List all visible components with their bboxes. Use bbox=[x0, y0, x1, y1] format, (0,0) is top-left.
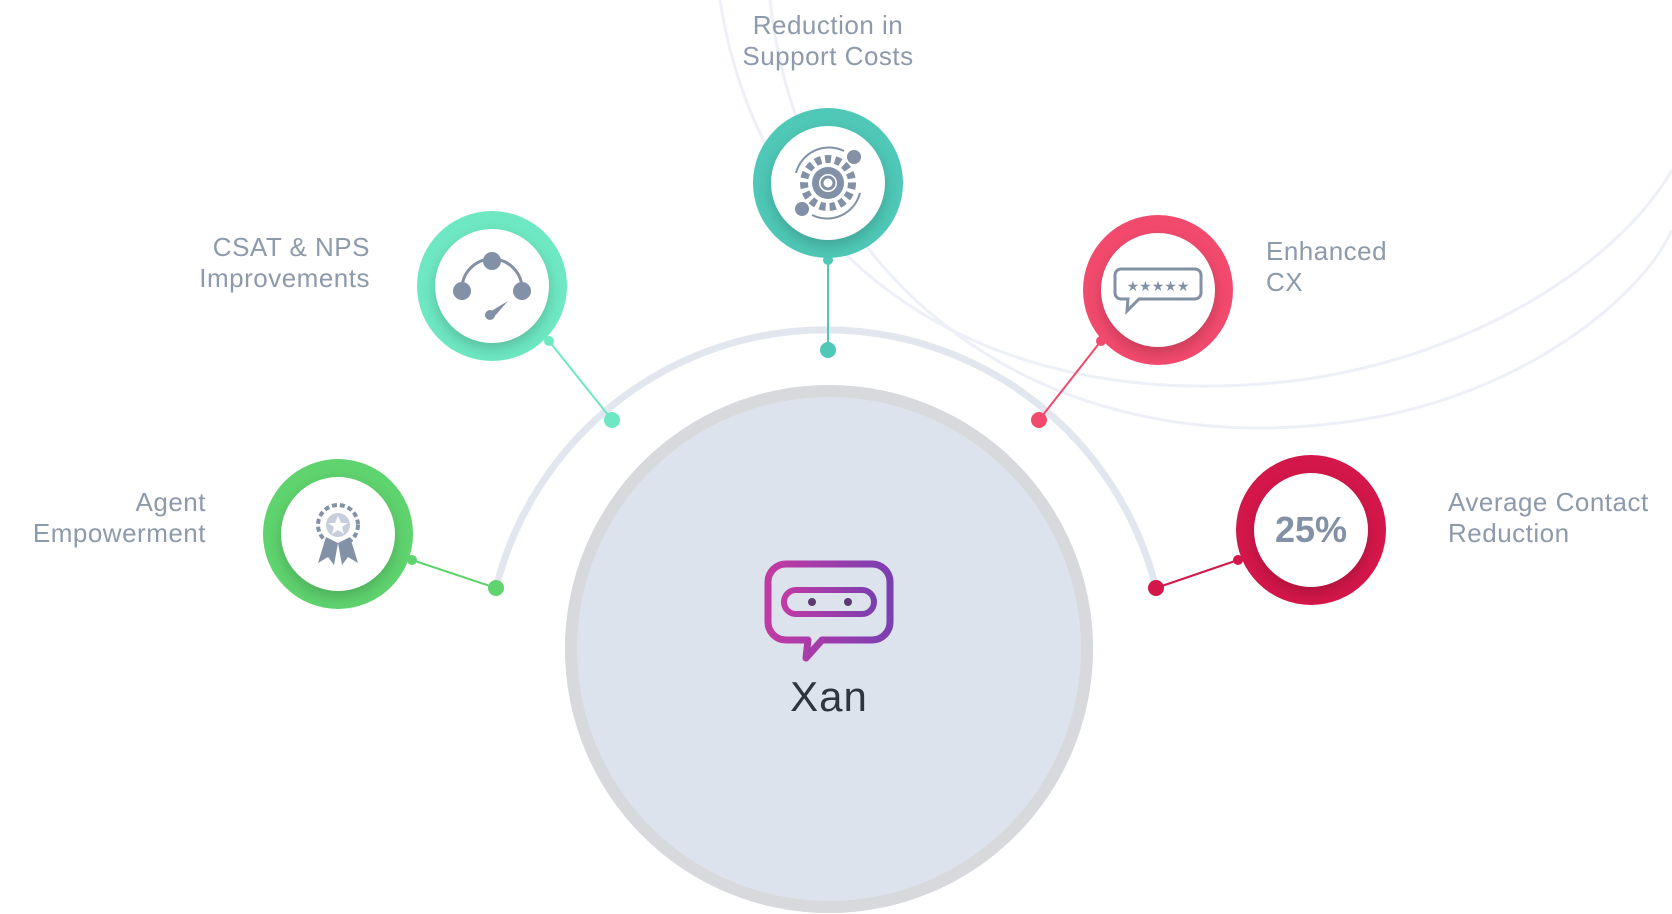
label-enhanced-cx: Enhanced CX bbox=[1266, 236, 1388, 297]
dot-cx bbox=[1031, 412, 1047, 428]
label-contact-reduction: Average Contact Reduction bbox=[1448, 487, 1649, 548]
label-support-costs: Reduction in Support Costs bbox=[742, 10, 914, 71]
xan-center-circle: Xan bbox=[565, 385, 1093, 913]
dot-costs bbox=[820, 342, 836, 358]
node-support-costs bbox=[753, 108, 903, 258]
label-agent-empowerment: Agent Empowerment bbox=[32, 487, 206, 548]
contact-reduction-stat: 25% bbox=[1274, 509, 1348, 550]
node-contact-reduction: 25% bbox=[1236, 455, 1386, 605]
node-enhanced-cx: ★★★★★ bbox=[1083, 215, 1233, 365]
award-ribbon-icon bbox=[316, 503, 360, 565]
dot-contact bbox=[1148, 580, 1164, 596]
connector-cx bbox=[1038, 340, 1102, 421]
connector-contact bbox=[1155, 559, 1239, 589]
label-csat-nps: CSAT & NPS Improvements bbox=[199, 232, 370, 293]
main-arc bbox=[492, 326, 1160, 589]
cost-gear-icon bbox=[795, 146, 861, 220]
svg-text:★★★★★: ★★★★★ bbox=[1127, 279, 1190, 295]
connector-csat bbox=[548, 340, 613, 421]
node-csat-nps bbox=[417, 211, 567, 361]
dot-csat bbox=[604, 412, 620, 428]
center-name: Xan bbox=[790, 673, 868, 720]
satisfaction-gauge-icon bbox=[453, 252, 531, 320]
connector-agent bbox=[411, 559, 497, 589]
node-agent-empowerment bbox=[263, 459, 413, 609]
chat-bubble-icon bbox=[764, 560, 894, 662]
rating-stars-icon: ★★★★★ bbox=[1113, 267, 1203, 315]
dot-agent bbox=[488, 580, 504, 596]
